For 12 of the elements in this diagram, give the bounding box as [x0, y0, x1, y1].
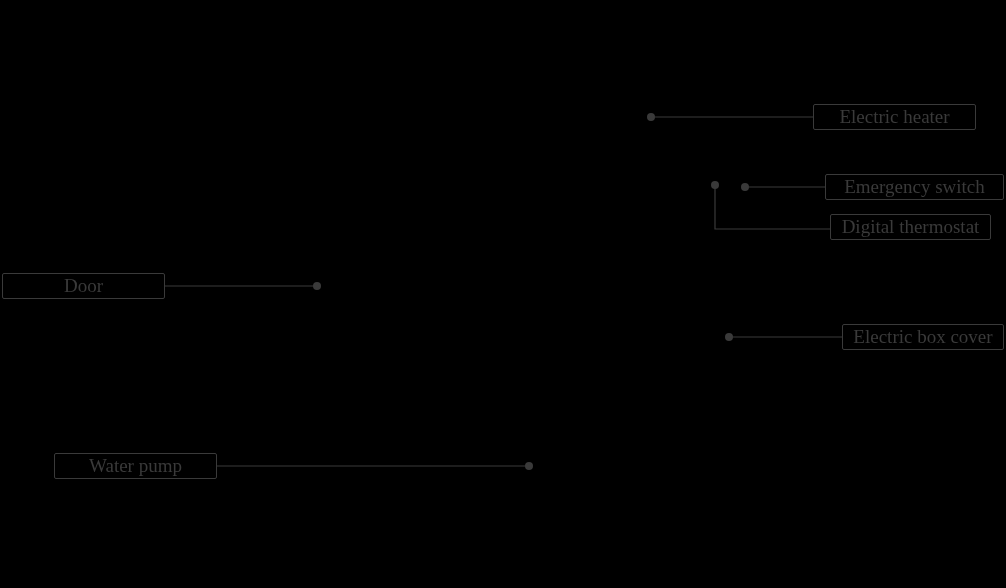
callout-label: Electric heater	[813, 104, 976, 130]
callout-label: Emergency switch	[825, 174, 1004, 200]
callout-label: Water pump	[54, 453, 217, 479]
leader-line	[164, 282, 321, 290]
callout-label: Door	[2, 273, 165, 299]
leader-line	[725, 333, 843, 341]
leader-line	[216, 462, 533, 470]
leader-line	[647, 113, 814, 121]
callout-label: Electric box cover	[842, 324, 1004, 350]
leader-line	[741, 183, 826, 191]
leader-line	[711, 181, 831, 230]
callout-label: Digital thermostat	[830, 214, 991, 240]
